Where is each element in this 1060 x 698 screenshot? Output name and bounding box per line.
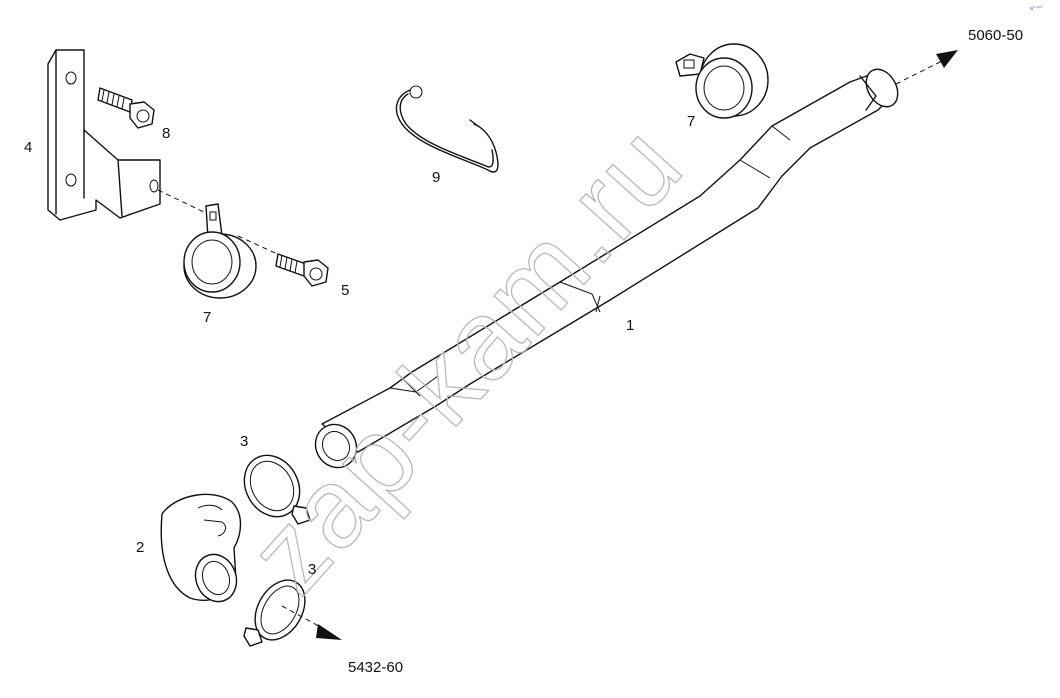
clamp-left: [183, 203, 257, 299]
reference-label-upper: 5060-50: [968, 27, 1023, 44]
bracket-part: [47, 49, 161, 221]
hose-clamp-upper: [243, 454, 311, 525]
hose-elbow: [160, 493, 242, 603]
bolt-8: [97, 87, 155, 129]
bolt-5: [275, 253, 329, 287]
callout-clamp-upper: 3: [240, 433, 248, 450]
assembly-line-bracket: [157, 189, 209, 215]
callout-clamp-left: 7: [203, 309, 211, 326]
callout-bolt-bracket: 8: [162, 125, 170, 142]
reference-arrow-lower: [281, 605, 342, 640]
clamp-right: [675, 43, 769, 119]
callout-clamp-right: 7: [687, 113, 695, 130]
callout-pipe: 1: [626, 317, 634, 334]
callout-spring-clip: 9: [432, 169, 440, 186]
callout-bracket: 4: [24, 139, 32, 156]
reference-arrow-upper: [895, 50, 958, 85]
callout-clamp-lower: 3: [308, 561, 316, 578]
callout-bolt-clamp: 5: [341, 282, 349, 299]
reference-label-lower: 5432-60: [348, 659, 403, 676]
callout-hose: 2: [136, 539, 144, 556]
corner-mark: a° °°°: [1030, 6, 1042, 12]
main-pipe: [314, 68, 899, 469]
hose-clamp-lower: [243, 579, 306, 647]
watermark: zap-kam.ru: [225, 101, 706, 616]
spring-clip: [395, 85, 499, 173]
